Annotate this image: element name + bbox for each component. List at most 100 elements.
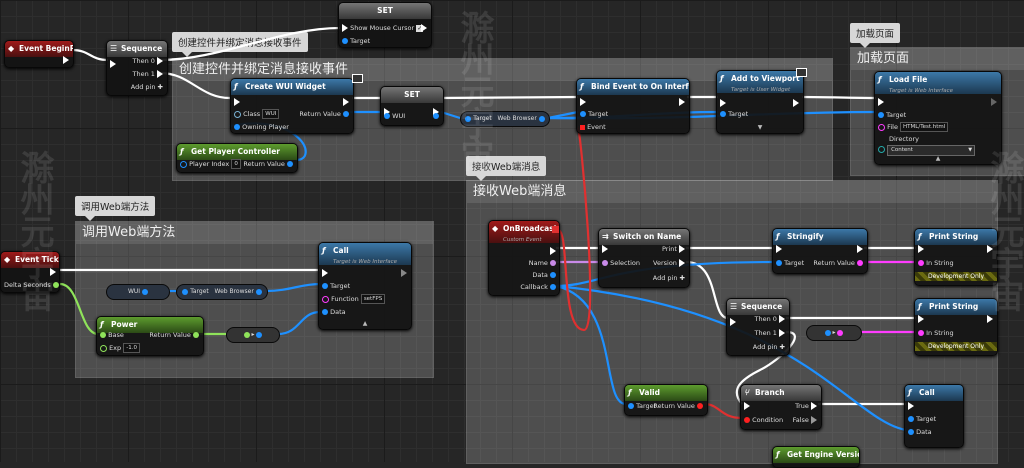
show-cursor-checkbox[interactable]: ✓ [416,24,424,32]
exec-in-pin[interactable] [234,97,240,107]
wui-pin[interactable]: WUI [384,111,405,121]
exec-out-pin[interactable] [433,107,439,117]
then-0-pin[interactable]: Then 0 [133,56,163,66]
condition-pin[interactable]: Condition [744,415,783,425]
data-pin[interactable]: Data [532,270,556,280]
target-pin[interactable]: Target [720,109,748,119]
node-switch-on-name[interactable]: ⇉Switch on Name Selection Print Version … [598,228,690,288]
false-pin[interactable]: False [793,415,817,425]
node-set-wui[interactable]: SET WUI [380,86,444,126]
base-pin[interactable]: Base [100,330,124,340]
data-pin[interactable]: Data [908,427,932,437]
exec-out-pin[interactable] [991,97,997,107]
directory-select[interactable]: Content [887,145,976,156]
in-string-pin[interactable]: In String [918,328,954,338]
add-pin-button[interactable]: Add pin ✚ [652,274,685,282]
node-branch[interactable]: ⑂Branch Condition True False [740,384,822,430]
exec-out-pin[interactable] [343,97,349,107]
exp-input[interactable]: -1.0 [123,343,140,353]
delta-seconds-pin[interactable]: Delta Seconds [4,280,59,290]
exec-in-pin[interactable] [908,401,914,411]
add-pin-button[interactable]: Add pin ✚ [752,343,785,351]
node-web-browser-getter[interactable]: Target Web Browser [176,284,268,300]
node-float-conversion[interactable]: ▸ [226,327,280,343]
return-value-pin[interactable]: Return Value [149,330,199,340]
function-pin[interactable]: Function setFPS [322,294,386,304]
true-pin[interactable]: True [795,401,817,411]
exec-out-pin[interactable] [987,244,993,254]
player-index-input[interactable]: 0 [231,159,241,169]
node-wui-getter[interactable]: WUI [106,284,170,300]
print-out-pin[interactable]: Print [662,244,685,254]
exec-in-pin[interactable] [730,317,736,327]
exec-in-pin[interactable] [110,59,116,69]
exec-out-pin[interactable] [63,55,69,65]
directory-pin[interactable]: Content [878,144,976,156]
expand-arrow-icon[interactable]: ▲ [935,155,941,162]
then-1-pin[interactable]: Then 1 [755,328,785,338]
exec-out-pin[interactable] [793,98,799,108]
exec-in-pin[interactable] [580,97,586,107]
file-input[interactable]: HTML/Test.html [900,122,949,132]
exec-in-pin[interactable] [918,244,924,254]
class-pin[interactable]: Class WUI [234,109,280,119]
selection-pin[interactable]: Selection [602,258,640,268]
node-web-browser-getter[interactable]: Target Web Browser [460,111,550,127]
node-sequence[interactable]: ☰Sequence Then 0 Then 1 Add pin ✚ [106,40,168,96]
exec-in-pin[interactable] [878,97,884,107]
target-pin[interactable]: Target [776,258,804,268]
node-sequence[interactable]: ☰Sequence Then 0 Then 1 Add pin ✚ [726,298,790,356]
player-index-pin[interactable]: Player Index 0 [180,159,241,169]
exec-out-pin[interactable] [401,268,407,278]
exec-in-pin[interactable] [918,314,924,324]
target-pin[interactable]: Target [908,414,936,424]
exec-in-pin[interactable] [776,244,782,254]
exec-in-pin[interactable]: Show Mouse Cursor ✓ [342,23,424,33]
function-input[interactable]: setFPS [360,294,386,304]
version-out-pin[interactable]: Version [653,258,685,268]
name-pin[interactable]: Name [529,258,556,268]
exp-pin[interactable]: Exp -1.0 [100,343,140,353]
exec-out-pin[interactable] [679,97,685,107]
callback-pin[interactable]: Callback [520,282,556,292]
exec-in-pin[interactable] [602,244,608,254]
target-pin[interactable]: Target [580,109,608,119]
owning-player-pin[interactable]: Owning Player [234,122,289,132]
exec-out-pin[interactable] [50,267,56,277]
data-pin[interactable]: Data [322,307,346,317]
exec-out-pin[interactable] [857,244,863,254]
event-pin[interactable]: Event [580,122,606,132]
target-pin[interactable]: Target [628,401,656,411]
return-value-pin[interactable]: Return Value [653,401,703,411]
node-event-beginplay[interactable]: ◆Event BeginPlay [4,40,74,68]
class-select[interactable]: WUI [262,109,280,119]
target-pin[interactable]: Target [878,110,906,120]
add-pin-button[interactable]: Add pin ✚ [130,83,163,91]
exec-in-pin[interactable] [384,107,390,117]
then-0-pin[interactable]: Then 0 [755,314,785,324]
node-event-tick[interactable]: ◆Event Tick Delta Seconds [0,251,60,293]
exec-in-pin[interactable] [322,268,328,278]
exec-out-pin[interactable] [987,314,993,324]
exec-in-pin[interactable] [744,401,750,411]
target-pin[interactable]: Target [342,36,370,46]
return-value-pin[interactable]: Return Value [243,159,293,169]
node-set-mouse-cursor[interactable]: SET Show Mouse Cursor ✓ Target [338,2,432,48]
exec-out-pin[interactable] [421,23,427,33]
wui-out-pin[interactable] [433,111,439,121]
then-1-pin[interactable]: Then 1 [133,69,163,79]
